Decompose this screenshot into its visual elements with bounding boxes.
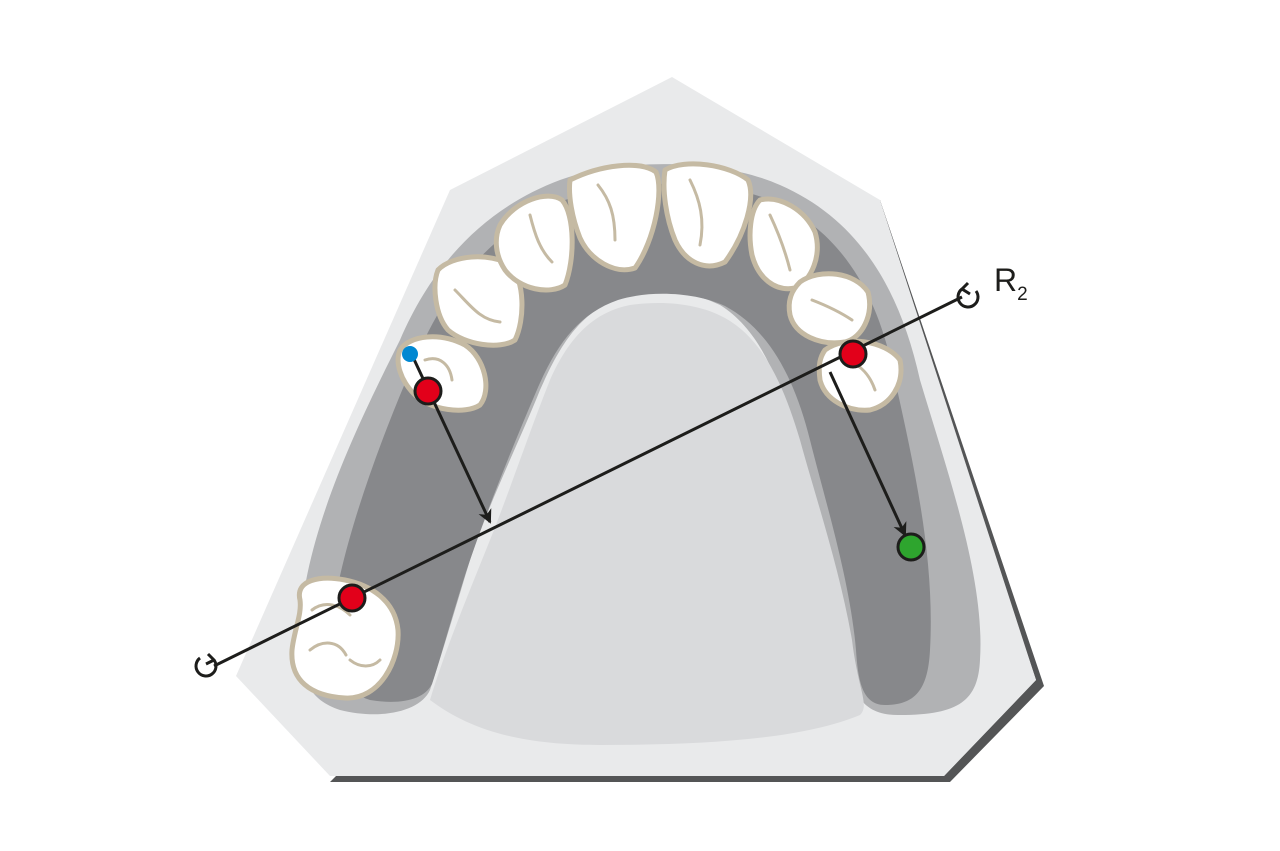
tooth-lateral-left [493,193,575,293]
target-point [896,532,926,562]
axis-label: R2 [994,262,1028,305]
teeth [289,161,904,701]
contact-point-molar-left [337,583,367,613]
contact-point-premolar-right [838,339,868,369]
tooth-molar-left [289,575,401,701]
axis-label-subscript: 2 [1017,284,1028,305]
rotation-arrow-icon [194,652,218,678]
rotation-arrow-icon [956,281,980,309]
palate [430,302,864,745]
rotation-axis-line [213,295,963,668]
contact-points [337,339,926,613]
force-arrow-right [828,371,907,537]
contact-point-premolar-left [413,376,443,406]
reference-point [402,346,418,362]
tooth-central-right [661,161,754,269]
